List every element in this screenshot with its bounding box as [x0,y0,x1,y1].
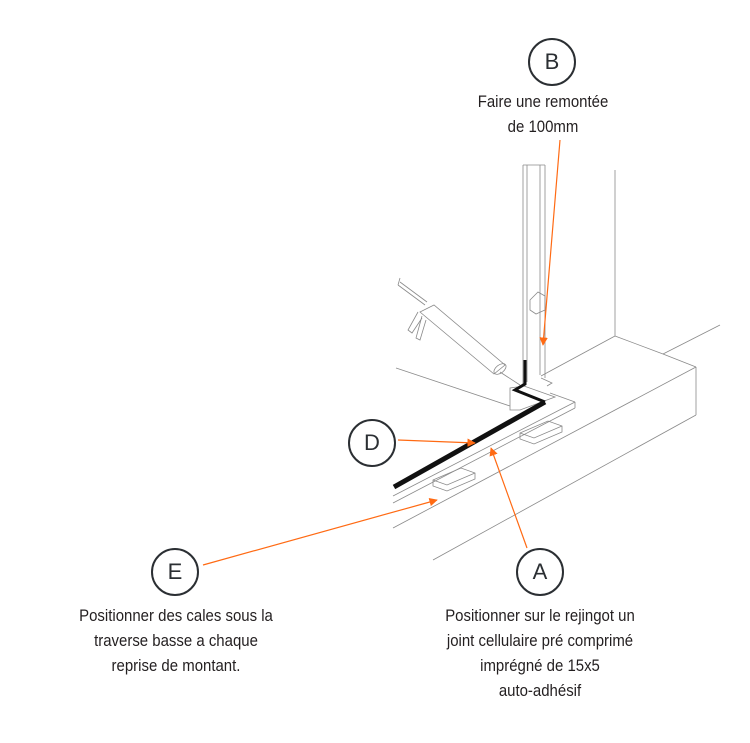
arrow-d [397,438,476,447]
technical-lines [392,164,721,561]
seal-joint [392,360,547,490]
text-line: auto-adhésif [498,681,582,700]
text-line: reprise de montant. [111,656,241,675]
callout-d-circle: D [348,419,396,467]
arrow-b [539,139,561,346]
callout-a-letter: A [532,559,548,584]
callout-a-circle: A [516,548,564,596]
text-line: Positionner des cales sous la [79,606,273,625]
text-line: imprégné de 15x5 [480,656,600,675]
leader-arrows [202,139,561,566]
text-line: Faire une remontée [477,92,609,111]
callout-b-text: Faire une remontée de 100mm [455,89,631,139]
arrow-e [202,497,438,566]
callout-b-letter: B [544,49,560,74]
text-line: traverse basse a chaque [94,631,258,650]
callout-b-circle: B [528,38,576,86]
callout-a-text: Positionner sur le rejingot un joint cel… [412,603,667,703]
text-line: de 100mm [507,117,579,136]
text-line: joint cellulaire pré comprimé [446,631,634,650]
callout-e-text: Positionner des cales sous la traverse b… [53,603,299,678]
callout-e-letter: E [167,559,183,584]
callout-e-circle: E [151,548,199,596]
arrow-a [489,447,528,549]
text-line: Positionner sur le rejingot un [445,606,635,625]
callout-d-letter: D [364,430,380,455]
